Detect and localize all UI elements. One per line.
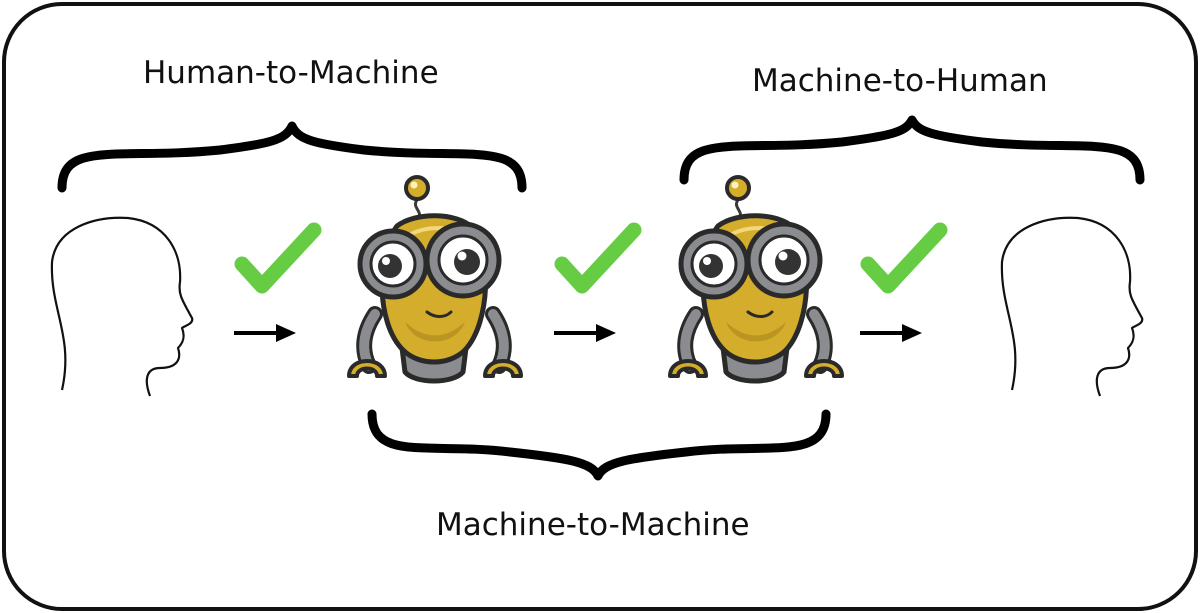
machine-to-human-label: Machine-to-Human (752, 63, 1048, 99)
robot-icon (670, 177, 842, 381)
brace-machine-to-machine (367, 409, 831, 481)
robot-icon (349, 177, 521, 381)
human-head-profile-icon (1000, 216, 1144, 397)
machine-to-machine-label: Machine-to-Machine (436, 507, 750, 543)
human-head-profile-icon (50, 216, 194, 397)
checkmark-icon (868, 230, 940, 286)
arrow-right-icon (552, 322, 618, 344)
arrow-right-icon (232, 322, 298, 344)
checkmark-icon (242, 230, 314, 286)
arrow-right-icon (858, 322, 924, 344)
checkmark-icon (562, 230, 634, 286)
brace-human-to-machine (57, 121, 527, 193)
human-to-machine-label: Human-to-Machine (143, 55, 439, 91)
brace-machine-to-human (679, 115, 1145, 185)
